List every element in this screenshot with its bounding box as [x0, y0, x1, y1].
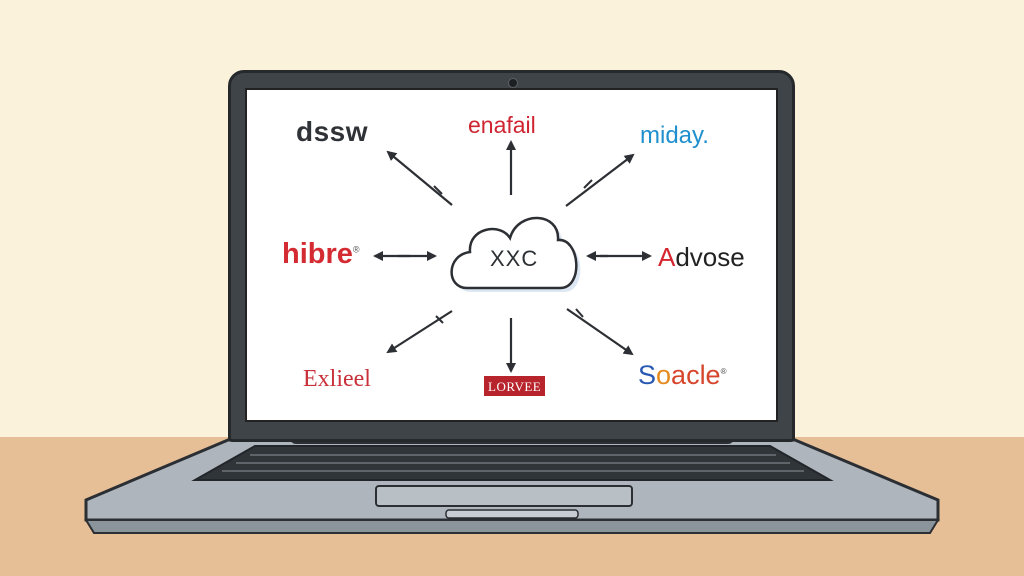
logo-hibre: hibre® — [282, 240, 360, 269]
arrow-ticks — [433, 179, 593, 324]
logo-advose-rest: dvose — [675, 242, 745, 272]
cloud-label: XXC — [490, 246, 539, 271]
registered-mark-soacle: ® — [720, 367, 727, 376]
logo-soacle-rest: acle — [671, 360, 721, 390]
arrow-to-top-right — [565, 153, 635, 207]
logo-soacle: Soacle® — [638, 362, 726, 389]
front-notch — [445, 509, 579, 519]
laptop-front-edge — [84, 519, 940, 534]
logo-dssw: dssw — [296, 116, 369, 147]
logo-advose-initial: A — [658, 242, 676, 272]
cloud-icon — [450, 216, 581, 292]
logo-miday: miday. — [640, 122, 709, 149]
logo-soacle-s: S — [638, 360, 657, 390]
logo-soacle-o: o — [656, 360, 672, 390]
logo-exlieel: Exlieel — [303, 366, 371, 392]
logo-advose: Advose — [658, 244, 745, 270]
arrow-icon — [373, 140, 652, 373]
arrow-to-top-left — [386, 150, 453, 206]
arrow-to-bottom-left — [386, 310, 453, 354]
logo-enafail: enafail — [468, 112, 536, 138]
webcam-icon — [508, 78, 518, 88]
registered-mark: ® — [352, 244, 360, 255]
logo-hibre-text: hibre — [282, 238, 353, 270]
logo-lorvee: LORVEE — [484, 376, 546, 396]
keyboard-keys — [222, 454, 804, 472]
arrow-to-bottom-right — [566, 308, 634, 356]
touchpad — [375, 485, 633, 507]
